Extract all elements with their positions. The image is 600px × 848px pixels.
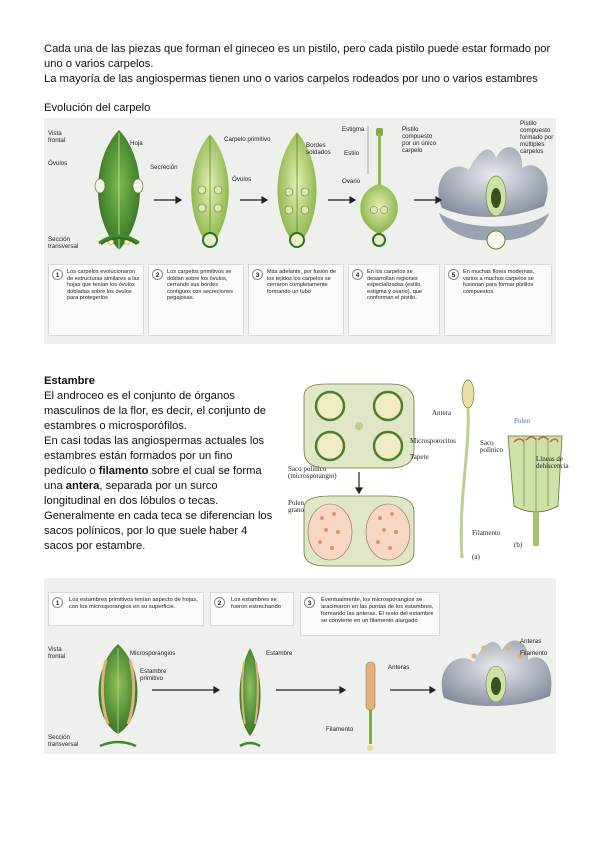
stamen-paragraph-2: En casi todas las angiospermas actuales … <box>44 434 274 509</box>
step-number: 5 <box>448 269 459 280</box>
label-estilo: Estilo <box>344 150 359 157</box>
label-ovulos-2: Óvulos <box>232 176 251 183</box>
step-number: 4 <box>352 269 363 280</box>
stamen-description: Estambre El androceo es el conjunto de ó… <box>44 374 274 554</box>
step-text: Los carpelos primitivos se doblan sobre … <box>167 269 233 301</box>
stamen-title: Estambre <box>44 374 274 389</box>
label-microsporangios: Microsporangios <box>130 650 175 657</box>
label-secrecion: Secreción <box>150 164 178 171</box>
stamen-evolution-illustration <box>44 578 556 754</box>
label-a: (a) <box>472 554 480 561</box>
stage1-leaf <box>95 130 143 250</box>
label-ovario: Ovario <box>342 178 360 185</box>
label-saco-polinico: Saco polínico (microsporangio) <box>288 466 348 480</box>
anther-drawing <box>508 436 562 546</box>
carpel-evolution-figure: Vista frontal Hoja Óvulos Carpelo primit… <box>44 118 556 344</box>
step-number: 3 <box>252 269 263 280</box>
carpel-section-title: Evolución del carpelo <box>44 102 150 114</box>
label-b-top: (b) <box>514 542 522 549</box>
carpel-step-3: 3 Más adelante, por fusión de los tejido… <box>248 264 344 336</box>
label-anteras-flower: Anteras <box>520 638 541 645</box>
carpel-step-5: 5 En muchas flores modernas, varios a mu… <box>444 264 552 336</box>
label-filamento-flower: Filamento <box>520 650 547 657</box>
label-filamento-2: Filamento <box>326 726 353 733</box>
stage4-pistil <box>360 126 398 234</box>
label-seccion-transversal: Sección transversal <box>48 236 82 250</box>
label-bordes-soldados: Bordes soldados <box>306 142 336 156</box>
step-text: Más adelante, por fusión de los tejidos … <box>267 269 336 295</box>
label-estambre-primitivo: Estambre primitivo <box>140 668 174 682</box>
step-number: 2 <box>152 269 163 280</box>
label-carpelo-primitivo: Carpelo primitivo <box>224 136 270 143</box>
narrowed-stamen <box>240 648 261 746</box>
anther-cross-section-bottom <box>304 496 414 566</box>
label-estambre: Estambre <box>266 650 292 657</box>
label-seccion-transversal-2: Sección transversal <box>48 734 82 748</box>
stamen-evolution-figure: 1 Los estambres primitivos tenían aspect… <box>44 578 556 754</box>
label-polen-grano: Polen grano <box>288 500 312 514</box>
arrow-down <box>356 472 362 493</box>
step-text: En muchas flores modernas, varios a much… <box>463 269 534 295</box>
label-antera: Antera <box>432 410 451 417</box>
step-text: En los carpelos se desarrollan regiones … <box>367 269 422 301</box>
intro-text: Cada una de las piezas que forman el gin… <box>44 42 564 87</box>
label-filamento: Filamento <box>472 530 500 537</box>
step-number: 1 <box>52 269 63 280</box>
primitive-stamen <box>99 644 138 746</box>
intro-line-2: La mayoría de las angiospermas tienen un… <box>44 72 564 87</box>
stage2-carpel <box>191 134 229 248</box>
term-antera: antera <box>66 480 100 492</box>
stamen-paragraph-3: Generalmente en cada teca se diferencian… <box>44 509 274 554</box>
label-anteras: Anteras <box>388 664 409 671</box>
carpel-step-1: 1 Los carpelos evolucionaron de estructu… <box>48 264 144 336</box>
term-filamento: filamento <box>99 465 149 477</box>
label-lineas-dehiscencia: Líneas de dehiscencia <box>536 456 586 470</box>
label-hoja: Hoja <box>130 140 143 147</box>
label-tapete: Tapete <box>410 454 429 461</box>
stage5-flower <box>438 147 549 240</box>
label-vista-frontal: Vista frontal <box>48 130 78 144</box>
carpel-step-4: 4 En los carpelos se desarrollan regione… <box>348 264 440 336</box>
intro-line-1: Cada una de las piezas que forman el gin… <box>44 42 564 72</box>
stamen-paragraph-1: El androceo es el conjunto de órganos ma… <box>44 389 274 434</box>
label-polen: Polen <box>514 418 530 425</box>
step-text: Los carpelos evolucionaron de estructura… <box>67 269 139 301</box>
arrows-row3 <box>152 687 435 693</box>
carpel-step-2: 2 Los carpelos primitivos se doblan sobr… <box>148 264 244 336</box>
label-saco: Saco polínico <box>480 440 504 454</box>
label-ovulos-1: Óvulos <box>48 160 67 167</box>
anther-cross-section-top <box>304 384 414 468</box>
label-pistilo-multiple: Pistilo compuesto formado por múltiples … <box>520 120 554 155</box>
label-pistilo-unico: Pistilo compuesto por un único carpelo <box>402 126 438 154</box>
modern-stamen <box>366 662 375 751</box>
label-estigma: Estigma <box>342 126 364 133</box>
label-vista-frontal-2: Vista frontal <box>48 646 78 660</box>
anther-diagram: Microsporocitos Tapete Saco polínico (mi… <box>286 372 586 568</box>
label-microsporocitos: Microsporocitos <box>410 438 456 445</box>
